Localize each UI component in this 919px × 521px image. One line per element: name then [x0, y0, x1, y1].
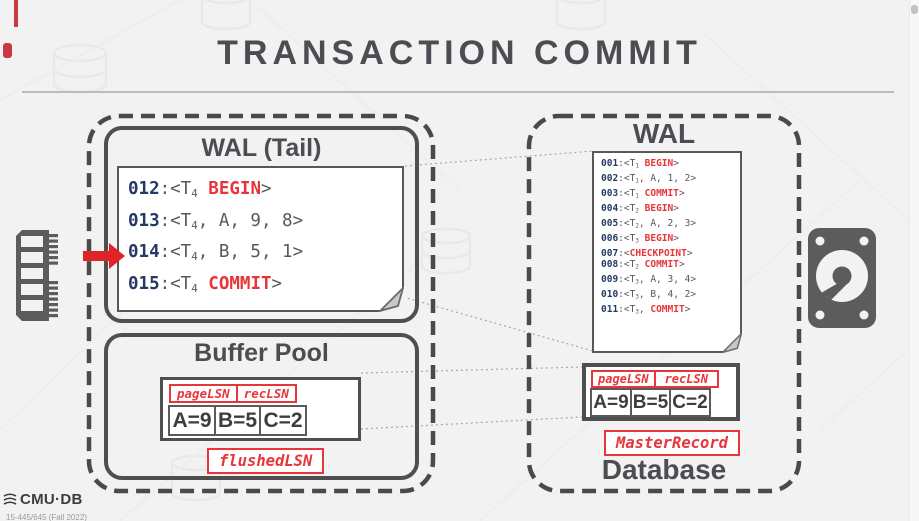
log-entry: 011:<T3, COMMIT>	[601, 303, 691, 316]
log-entry: 005:<T2, A, 2, 3>	[601, 217, 697, 230]
wal-tail-log: 012:<T4 BEGIN> 013:<T4, A, 9, 8> 014:<T4, …	[119, 168, 402, 302]
cmu-db-logo: CMU·DB	[2, 491, 83, 508]
page-cell-a: A=9	[590, 388, 632, 417]
buffer-pool-box: Buffer Pool	[104, 333, 419, 480]
log-entry: 006:<T3 BEGIN>	[601, 232, 679, 245]
wal-tail-title: WAL (Tail)	[201, 134, 322, 162]
rec-lsn-label: recLSN	[235, 384, 297, 403]
wal-disk-page: 001:<T1 BEGIN> 002:<T1, A, 1, 2> 003:<T1 C…	[592, 151, 743, 354]
page-fold-corner-icon	[377, 285, 405, 313]
red-accent-mark	[14, 0, 18, 27]
log-entry: 009:<T3, A, 3, 4>	[601, 273, 697, 286]
page-cell-a: A=9	[168, 405, 216, 436]
buffer-pool-title: Buffer Pool	[194, 339, 329, 367]
log-entry: 010:<T3, B, 4, 2>	[601, 288, 697, 301]
title-divider	[22, 91, 894, 93]
log-entry: 001:<T1 BEGIN>	[601, 158, 679, 170]
log-entry: 004:<T2 BEGIN>	[601, 202, 679, 215]
log-entry: 003:<T1 COMMIT>	[601, 187, 685, 200]
memory-icon	[16, 230, 63, 321]
wal-tail-page: 012:<T4 BEGIN> 013:<T4, A, 9, 8> 014:<T4, …	[117, 166, 405, 313]
log-entry: 008:<T2 COMMIT>	[601, 258, 685, 271]
page-lsn-label: pageLSN	[169, 384, 238, 403]
cmu-db-logo-icon	[3, 492, 17, 505]
page-title: TRANSACTION COMMIT	[217, 34, 702, 72]
log-entry: 013:<T4, A, 9, 8>	[128, 210, 304, 232]
flushed-lsn-label: flushedLSN	[207, 448, 325, 474]
wal-tail-box: WAL (Tail)	[104, 126, 419, 323]
log-entry: 012:<T4 BEGIN>	[128, 179, 272, 201]
wal-disk-log: 001:<T1 BEGIN> 002:<T1, A, 1, 2> 003:<T1 C…	[594, 153, 740, 319]
page-cell-b: B=5	[629, 388, 672, 417]
page-cell-c: C=2	[259, 405, 307, 436]
scrollbar-track[interactable]	[909, 0, 919, 521]
log-entry: 015:<T4 COMMIT>	[128, 273, 283, 295]
commit-pointer-arrow-icon	[83, 243, 125, 269]
page-fold-corner-icon	[720, 331, 743, 354]
page-cell-b: B=5	[213, 405, 262, 436]
master-record-label: MasterRecord	[604, 430, 740, 456]
log-entry: 007:<CHECKPOINT>	[601, 247, 693, 259]
memory-panel-border	[86, 113, 436, 494]
wal-disk-title: WAL	[632, 118, 696, 149]
rec-lsn-label: recLSN	[653, 370, 719, 388]
log-entry: 014:<T4, B, 5, 1>	[128, 242, 304, 264]
hard-disk-icon	[808, 228, 876, 328]
red-accent-mark	[3, 43, 12, 58]
database-page-frame: pageLSN recLSN A=9 B=5 C=2	[582, 363, 740, 421]
scrollbar-thumb[interactable]	[911, 5, 918, 14]
page-lsn-label: pageLSN	[591, 370, 656, 388]
database-title: Database	[601, 454, 727, 485]
page-cell-c: C=2	[669, 388, 711, 417]
buffer-pool-page-frame: pageLSN recLSN A=9 B=5 C=2	[160, 377, 361, 441]
course-label: 15-445/645 (Fall 2022)	[6, 513, 87, 521]
log-entry: 002:<T1, A, 1, 2>	[601, 172, 697, 185]
cmu-db-logo-text: CMU·DB	[20, 491, 83, 508]
